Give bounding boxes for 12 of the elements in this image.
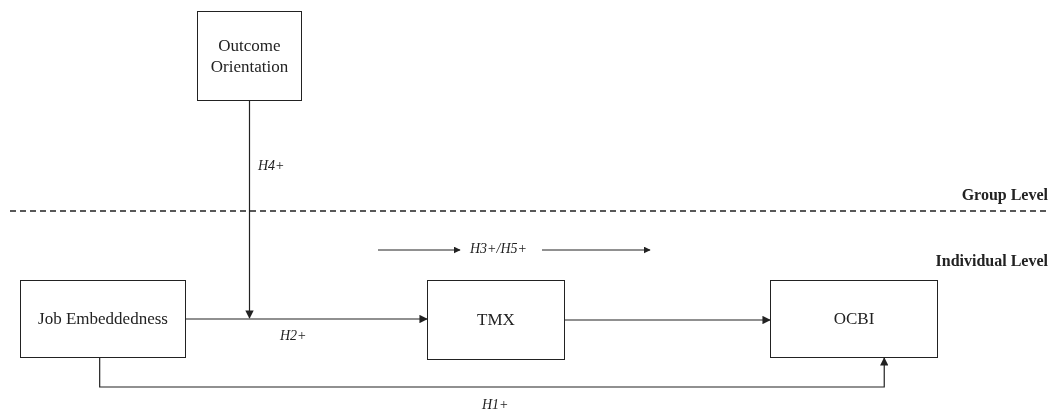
level-label: Individual Level [935,252,1048,270]
arrow [564,315,771,325]
arrow [245,100,254,319]
edge-label: H1+ [480,397,511,411]
construct-box: OCBI [770,280,938,358]
construct-box: Outcome Orientation [197,11,302,101]
arrow [99,357,889,388]
construct-box: Job Embeddedness [20,280,186,358]
construct-box: TMX [427,280,565,360]
arrow [185,314,428,324]
level-label: Group Level [961,186,1048,204]
hypothesis-label: H3+/H5+ [470,241,527,257]
